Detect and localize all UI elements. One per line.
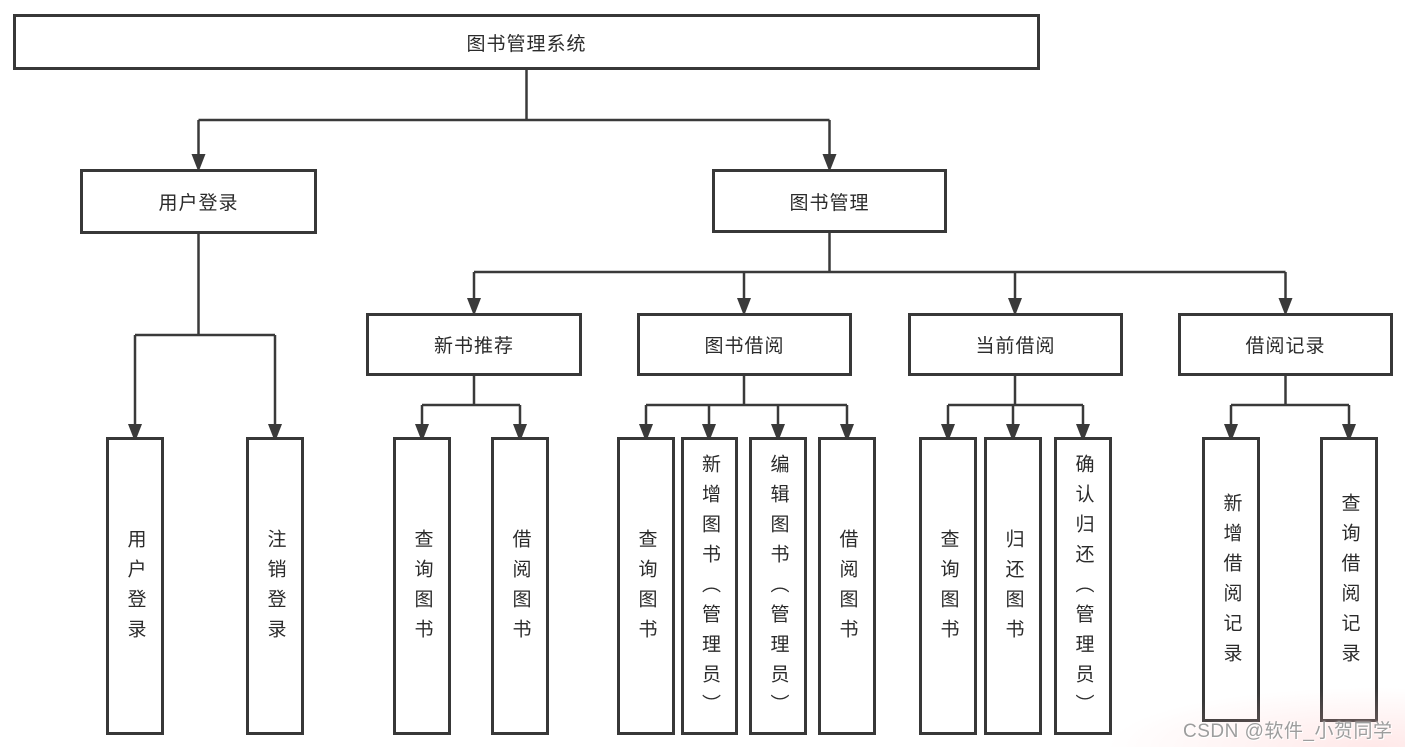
leaf-query-books-recommend: 查询图书 xyxy=(393,437,451,735)
node-new-book-recommend: 新书推荐 xyxy=(366,313,582,376)
leaf-add-borrow-record: 新增借阅记录 xyxy=(1202,437,1260,722)
node-root-system: 图书管理系统 xyxy=(13,14,1040,70)
leaf-confirm-return-admin: 确认归还（管理员） xyxy=(1054,437,1112,735)
leaf-return-books: 归还图书 xyxy=(984,437,1042,735)
leaf-query-borrow-record: 查询借阅记录 xyxy=(1320,437,1378,722)
leaf-borrow-books: 借阅图书 xyxy=(818,437,876,735)
node-user-login: 用户登录 xyxy=(80,169,317,234)
leaf-user-login: 用户登录 xyxy=(106,437,164,735)
node-book-management: 图书管理 xyxy=(712,169,947,233)
node-book-borrow: 图书借阅 xyxy=(637,313,852,376)
node-current-borrow: 当前借阅 xyxy=(908,313,1123,376)
leaf-add-books-admin: 新增图书（管理员） xyxy=(681,437,738,735)
node-borrow-records: 借阅记录 xyxy=(1178,313,1393,376)
leaf-query-books-current: 查询图书 xyxy=(919,437,977,735)
leaf-borrow-books-recommend: 借阅图书 xyxy=(491,437,549,735)
watermark-text: CSDN @软件_小贺同学 xyxy=(1183,721,1393,742)
leaf-query-books-borrow: 查询图书 xyxy=(617,437,675,735)
leaf-edit-books-admin: 编辑图书（管理员） xyxy=(749,437,807,735)
leaf-logout: 注销登录 xyxy=(246,437,304,735)
